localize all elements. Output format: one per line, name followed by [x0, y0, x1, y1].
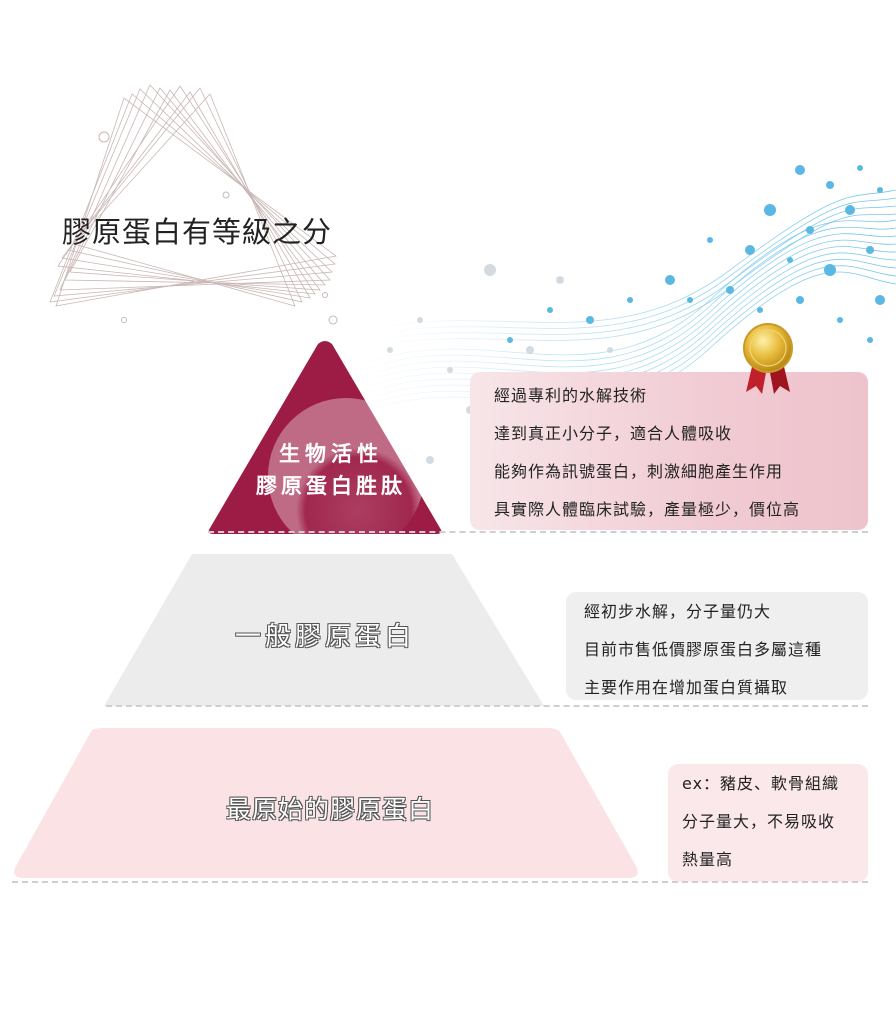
tier3-desc-line: 熱量高 [682, 850, 734, 869]
tier2-divider [106, 705, 868, 707]
tier3-desc-line: 分子量大，不易吸收 [682, 812, 836, 831]
tier2-desc-line: 經初步水解，分子量仍大 [584, 602, 772, 621]
tier1-desc-line: 能夠作為訊號蛋白，刺激細胞產生作用 [494, 462, 784, 481]
tier2-description-box: 經初步水解，分子量仍大 目前市售低價膠原蛋白多屬這種 主要作用在增加蛋白質攝取 [566, 592, 868, 700]
tier2-label: 一般膠原蛋白 [234, 622, 415, 652]
tier3-pyramid-base [14, 728, 638, 878]
tier3-divider [12, 881, 868, 883]
triangle-frame-icon [49, 84, 338, 325]
tier3-desc-line: ex：豬皮、軟骨組織 [682, 774, 840, 793]
tier1-divider [208, 531, 868, 533]
page-title: 膠原蛋白有等級之分 [62, 215, 333, 249]
tier2-desc-line: 目前市售低價膠原蛋白多屬這種 [584, 640, 823, 659]
tier2-pyramid-middle [104, 554, 544, 706]
tier2-desc-line: 主要作用在增加蛋白質攝取 [584, 678, 789, 697]
tier3-description-box: ex：豬皮、軟骨組織 分子量大，不易吸收 熱量高 [668, 764, 868, 882]
tier1-description-box: 經過專利的水解技術 達到真正小分子，適合人體吸收 能夠作為訊號蛋白，刺激細胞產生… [470, 372, 868, 530]
tier1-desc-line: 經過專利的水解技術 [494, 386, 648, 405]
tier1-pyramid-top [208, 341, 442, 534]
tier1-label-line1: 生物活性 [279, 442, 383, 466]
tier1-desc-line: 達到真正小分子，適合人體吸收 [494, 424, 733, 443]
medal-icon [743, 323, 793, 394]
tier1-label-line2: 膠原蛋白胜肽 [256, 474, 406, 498]
tier1-desc-line: 具實際人體臨床試驗，產量極少，價位高 [494, 500, 801, 519]
tier3-label: 最原始的膠原蛋白 [225, 795, 434, 824]
